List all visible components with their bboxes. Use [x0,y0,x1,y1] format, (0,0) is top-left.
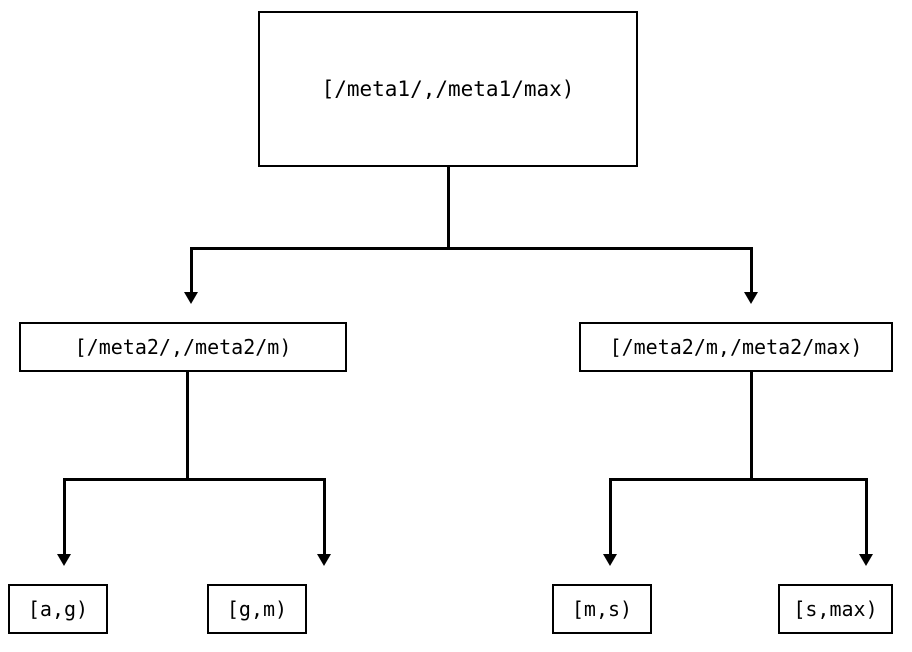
edge-mid-left-bus [63,478,326,481]
tree-node-mid-right-label: [/meta2/m,/meta2/max) [609,335,863,359]
tree-node-leaf-gm[interactable]: [g,m) [207,584,307,634]
arrow-down-icon-leaf-ag [57,554,71,566]
tree-node-leaf-ag[interactable]: [a,g) [8,584,108,634]
arrow-down-icon-leaf-gm [317,554,331,566]
tree-node-leaf-gm-label: [g,m) [226,597,288,621]
tree-node-leaf-ms[interactable]: [m,s) [552,584,652,634]
edge-root-to-mid-left [190,247,193,296]
tree-node-mid-left[interactable]: [/meta2/,/meta2/m) [19,322,347,372]
tree-node-mid-left-label: [/meta2/,/meta2/m) [74,335,292,359]
tree-node-leaf-smax[interactable]: [s,max) [778,584,893,634]
tree-node-leaf-ag-label: [a,g) [27,597,89,621]
edge-mid-left-stem [186,372,189,480]
edge-root-bus [190,247,753,250]
edge-mid-right-to-leaf-smax [865,478,868,558]
arrow-down-icon-mid-right [744,292,758,304]
edge-mid-left-to-leaf-gm [323,478,326,558]
edge-root-stem [447,167,450,250]
tree-node-mid-right[interactable]: [/meta2/m,/meta2/max) [579,322,893,372]
edge-mid-right-bus [609,478,868,481]
tree-node-root-label: [/meta1/,/meta1/max) [321,77,575,101]
tree-node-leaf-smax-label: [s,max) [793,597,878,621]
arrow-down-icon-leaf-ms [603,554,617,566]
edge-root-to-mid-right [750,247,753,296]
tree-node-leaf-ms-label: [m,s) [571,597,633,621]
edge-mid-right-to-leaf-ms [609,478,612,558]
arrow-down-icon-leaf-smax [859,554,873,566]
tree-node-root[interactable]: [/meta1/,/meta1/max) [258,11,638,167]
edge-mid-left-to-leaf-ag [63,478,66,558]
arrow-down-icon-mid-left [184,292,198,304]
edge-mid-right-stem [750,372,753,480]
